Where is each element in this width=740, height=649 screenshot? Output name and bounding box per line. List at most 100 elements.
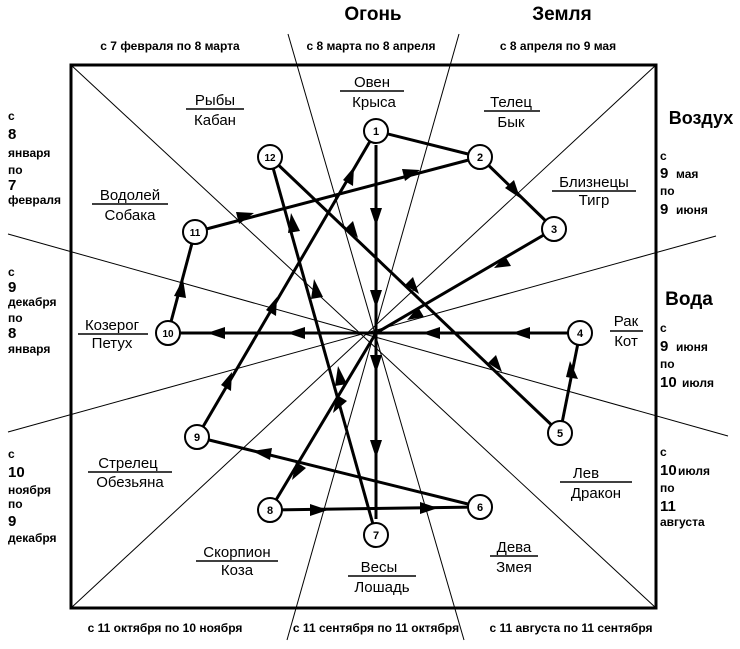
- period-line: июля: [682, 376, 714, 390]
- arrowhead-5-12-b: [405, 277, 419, 294]
- period-line: февраля: [8, 193, 61, 207]
- node-12: 12: [257, 144, 283, 170]
- sector-lines: [7, 33, 729, 641]
- animal-name: Коза: [221, 562, 254, 579]
- arrowhead-2-3: [505, 180, 520, 198]
- period-line: 11: [660, 498, 676, 515]
- node-label-4: 4: [577, 328, 584, 340]
- arrowhead-left-2: [422, 327, 440, 339]
- arrow-1-to-2: [375, 129, 481, 159]
- node-label-11: 11: [190, 228, 201, 239]
- period-line: июня: [676, 203, 708, 217]
- zodiac-name: Стрелец: [98, 455, 158, 472]
- node-label-8: 8: [267, 505, 273, 517]
- frame-square: [69, 63, 658, 610]
- period-line: по: [660, 357, 675, 371]
- sign-libra: Весы Лошадь: [348, 559, 416, 596]
- period-bottom-center: с 11 сентября по 11 октября: [293, 621, 459, 635]
- animal-name: Крыса: [352, 94, 396, 111]
- arrow-center-to-8: [268, 332, 378, 511]
- period-line: по: [8, 311, 23, 325]
- period-line: с: [660, 149, 667, 163]
- period-line: января: [8, 146, 50, 160]
- period-line: 10: [8, 464, 25, 481]
- period-line: 9: [660, 165, 668, 182]
- arrow-7-to-12: [268, 156, 378, 536]
- zodiac-name: Близнецы: [559, 174, 629, 191]
- sign-aries: Овен Крыса: [340, 74, 404, 111]
- arrowhead-10-11: [174, 279, 186, 298]
- node-label-9: 9: [194, 432, 200, 444]
- period-line: декабря: [8, 531, 57, 545]
- arrowhead-5-12-a: [488, 355, 502, 372]
- node-2: 2: [467, 144, 493, 170]
- arrowhead-left-4: [207, 327, 225, 339]
- node-label-3: 3: [551, 224, 557, 236]
- animal-name: Бык: [497, 114, 525, 131]
- sector-line-diagonal-b: [70, 64, 657, 609]
- node-3: 3: [541, 216, 567, 242]
- period-line: 8: [8, 325, 16, 342]
- arrowhead-7-12-a: [335, 366, 347, 386]
- zodiac-name: Козерог: [85, 317, 140, 334]
- node-label-7: 7: [373, 530, 379, 542]
- node-10: 10: [155, 320, 181, 346]
- arrow-3-to-center: [375, 227, 555, 335]
- arrowhead-6-9: [252, 448, 272, 460]
- period-line: по: [8, 497, 23, 511]
- period-line: 9: [660, 338, 668, 355]
- animal-name: Лошадь: [354, 579, 409, 596]
- arrowhead-7-12-c: [288, 213, 300, 233]
- animal-name: Обезьяна: [96, 474, 164, 491]
- arrow-6-to-9: [196, 435, 481, 509]
- animal-name: Кабан: [194, 112, 236, 129]
- arrowhead-center-8-b: [292, 462, 306, 480]
- period-line: по: [660, 481, 675, 495]
- period-line: с: [660, 445, 667, 459]
- node-8: 8: [257, 497, 283, 523]
- node-7: 7: [363, 522, 389, 548]
- period-right-upper: с 9 мая по 9 июня: [660, 149, 708, 218]
- arrowhead-down-2: [370, 290, 382, 308]
- sign-gemini: Близнецы Тигр: [552, 174, 636, 209]
- node-label-5: 5: [557, 428, 563, 440]
- arrowhead-left-1: [512, 327, 530, 339]
- arrowheads: [174, 167, 578, 516]
- arrow-8-to-6: [269, 505, 481, 512]
- period-top-left: с 7 февраля по 8 марта: [100, 39, 240, 53]
- sign-scorpio: Скорпион Коза: [196, 544, 278, 579]
- element-air: Воздух: [669, 108, 734, 128]
- period-line: с: [8, 109, 15, 123]
- arrowhead-right-1: [310, 504, 328, 516]
- node-9: 9: [184, 424, 210, 450]
- node-4: 4: [567, 320, 593, 346]
- sign-cancer: Рак Кот: [610, 313, 643, 350]
- arrowhead-center-8-a: [333, 395, 347, 413]
- zodiac-name: Рыбы: [195, 92, 235, 109]
- animal-name: Тигр: [579, 192, 610, 209]
- period-line: по: [660, 184, 675, 198]
- period-bottom-left: с 11 октября по 10 ноября: [88, 621, 243, 635]
- element-water: Вода: [665, 289, 713, 310]
- period-line: июня: [676, 340, 708, 354]
- zodiac-name: Дева: [497, 539, 532, 556]
- period-line: с: [8, 447, 15, 461]
- period-line: 9: [8, 513, 16, 530]
- arrowhead-3-center-b: [407, 307, 424, 320]
- animal-name: Петух: [92, 335, 133, 352]
- arrowhead-7-12-b: [311, 279, 323, 299]
- arrowhead-left-3: [287, 327, 305, 339]
- node-label-12: 12: [264, 153, 276, 164]
- element-fire: Огонь: [344, 4, 401, 25]
- period-right-middle: с 9 июня по 10 июля: [660, 321, 714, 391]
- period-top-center: с 8 марта по 8 апреля: [307, 39, 436, 53]
- element-earth: Земля: [532, 4, 591, 25]
- node-label-1: 1: [373, 126, 379, 138]
- period-line: 7: [8, 177, 16, 194]
- sign-leo: Лев Дракон: [560, 465, 632, 502]
- period-line: июля: [678, 464, 710, 478]
- arrowhead-4-5: [566, 361, 578, 379]
- animal-name: Змея: [496, 559, 532, 576]
- node-label-6: 6: [477, 502, 483, 514]
